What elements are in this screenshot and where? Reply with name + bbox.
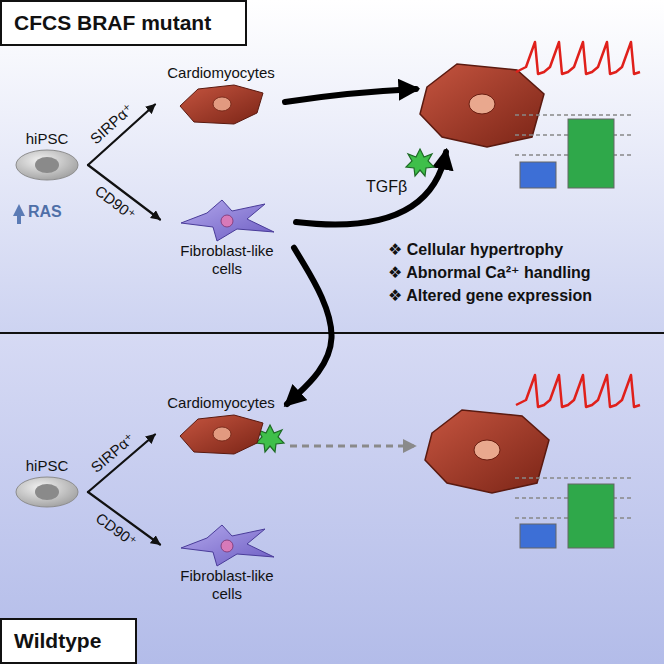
cell-node: Fibroblast-like cells: [160, 195, 294, 280]
panel-title: Wildtype: [14, 629, 101, 653]
bar-chart: [515, 115, 632, 188]
cell-label: Cardiomyocytes: [161, 394, 281, 412]
panel-title: CFCS BRAF mutant: [14, 11, 211, 35]
finding-bullet: ❖ Abnormal Ca²⁺ handling: [388, 263, 591, 282]
panel-title-box: CFCS BRAF mutant: [0, 0, 247, 46]
cell-node: Fibroblast-like cells: [160, 520, 294, 605]
up-arrow: [17, 210, 21, 224]
finding-bullet: ❖ Cellular hypertrophy: [388, 240, 563, 259]
panel-title-box: Wildtype: [0, 618, 137, 664]
tgfb-star: [406, 149, 434, 176]
ipsc-cell: [14, 475, 80, 509]
annotation-label: TGFβ: [366, 178, 407, 196]
ipsc-cell: [14, 148, 80, 182]
cell-node: Cardiomyocytes: [155, 62, 287, 129]
cell-label: hiPSC: [12, 457, 82, 475]
cardio-cell: [174, 82, 269, 127]
cell-label: Fibroblast-like cells: [166, 567, 288, 603]
cell-label: hiPSC: [12, 130, 82, 148]
cell-node: hiPSC: [6, 128, 88, 184]
annotation-label: RAS: [28, 203, 62, 221]
finding-bullet: ❖ Altered gene expression: [388, 286, 592, 305]
cell-label: Cardiomyocytes: [161, 64, 281, 82]
dashed-arrow: [290, 445, 414, 448]
fibro-cell: [177, 522, 277, 567]
cell-node: hiPSC: [6, 455, 88, 511]
cardio-cell: [174, 412, 269, 457]
hypertrophic-cell: [425, 410, 549, 493]
cell-node: Cardiomyocytes: [155, 392, 287, 459]
cell-label: Fibroblast-like cells: [166, 242, 288, 278]
thick-arrow: [285, 89, 416, 102]
bar-chart: [515, 478, 632, 548]
calcium-trace: [516, 375, 640, 407]
thick-arrow: [287, 248, 332, 404]
fibro-cell: [177, 197, 277, 242]
calcium-trace: [516, 42, 640, 74]
panel-ground: [0, 0, 664, 333]
panel-ground: [0, 333, 664, 664]
